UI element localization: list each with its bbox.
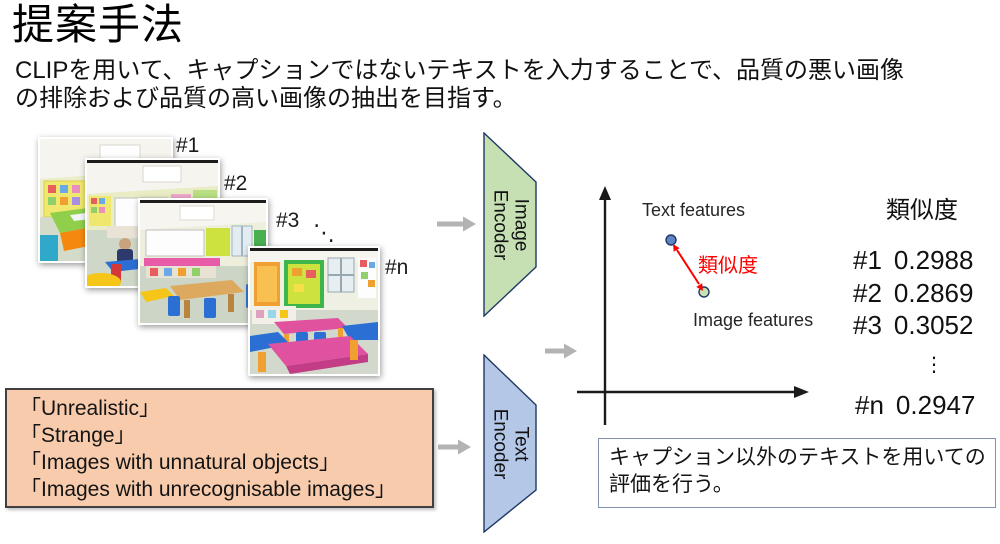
prompt-line: 「Images with unrecognisable images」 bbox=[20, 478, 396, 501]
evaluation-note-box: キャプション以外のテキストを用いての 評価を行う。 bbox=[598, 438, 996, 508]
similarity-row-1: #1 0.2988 bbox=[853, 245, 973, 276]
image-encoder-shape bbox=[483, 132, 537, 317]
prompt-line: 「Unrealistic」 bbox=[20, 397, 161, 420]
image-encoder-block: Image Encoder bbox=[483, 132, 537, 317]
similarity-row-2: #2 0.2869 bbox=[853, 278, 973, 309]
image-features-label: Image features bbox=[693, 310, 814, 330]
text-encoder-shape bbox=[483, 354, 537, 533]
similarity-row-value: 0.2869 bbox=[893, 278, 974, 308]
note-line: キャプション以外のテキストを用いての bbox=[609, 446, 986, 469]
arrow-images-to-image-encoder bbox=[437, 216, 476, 232]
photo-label-1: #1 bbox=[176, 134, 200, 157]
classroom-photo-n bbox=[248, 246, 380, 376]
arrow-prompts-to-text-encoder bbox=[438, 439, 471, 455]
plot-y-axis bbox=[599, 186, 611, 425]
note-line: 評価を行う。 bbox=[609, 473, 734, 496]
image-encoder-label-line2: Encoder bbox=[489, 189, 510, 260]
text-encoder-label-line1: Text bbox=[510, 426, 531, 461]
similarity-row-id: #1 bbox=[853, 245, 882, 275]
classroom-photo-n-image bbox=[250, 248, 378, 374]
text-encoder-label-line2: Encoder bbox=[489, 408, 510, 479]
photo-label-3: #3 bbox=[276, 209, 300, 232]
classroom-photo-3 bbox=[138, 198, 268, 325]
text-encoder-label: Text Encoder bbox=[489, 408, 531, 479]
similarity-row-id: #n bbox=[855, 390, 884, 420]
prompt-line: 「Strange」 bbox=[20, 424, 136, 447]
text-encoder-block: Text Encoder bbox=[483, 354, 537, 533]
image-encoder-label: Image Encoder bbox=[489, 189, 531, 260]
similarity-row-value: 0.3052 bbox=[893, 310, 974, 340]
similarity-row-value: 0.2947 bbox=[895, 390, 976, 420]
arrow-encoders-to-plot bbox=[545, 343, 577, 359]
image-feature-point bbox=[698, 286, 710, 298]
photo-label-2: #2 bbox=[224, 172, 248, 195]
similarity-row-3: #3 0.3052 bbox=[853, 310, 973, 341]
photo-label-n: #n bbox=[385, 256, 409, 279]
text-prompts-box: 「Unrealistic」 「Strange」 「Images with unn… bbox=[5, 388, 434, 508]
similarity-row-n: #n 0.2947 bbox=[855, 390, 975, 421]
similarity-list-ellipsis: ⋮ bbox=[924, 352, 944, 376]
similarity-row-value: 0.2988 bbox=[893, 245, 974, 275]
image-encoder-label-line1: Image bbox=[510, 198, 531, 251]
prompt-line: 「Images with unnatural objects」 bbox=[20, 451, 340, 474]
slide-subtitle: CLIPを用いて、キャプションではないテキストを入力することで、品質の悪い画像の… bbox=[15, 57, 905, 112]
text-features-label: Text features bbox=[642, 200, 746, 220]
classroom-photo-3-image bbox=[140, 200, 266, 323]
plot-x-axis bbox=[577, 386, 809, 398]
similarity-row-id: #2 bbox=[853, 278, 882, 308]
photo-stack-ellipsis: ⋱ bbox=[313, 221, 335, 246]
similarity-arrow-label: 類似度 bbox=[698, 255, 758, 277]
similarity-row-id: #3 bbox=[853, 310, 882, 340]
page-title: 提案手法 bbox=[12, 1, 185, 48]
similarity-list-header: 類似度 bbox=[886, 197, 958, 224]
text-feature-point bbox=[665, 234, 677, 246]
